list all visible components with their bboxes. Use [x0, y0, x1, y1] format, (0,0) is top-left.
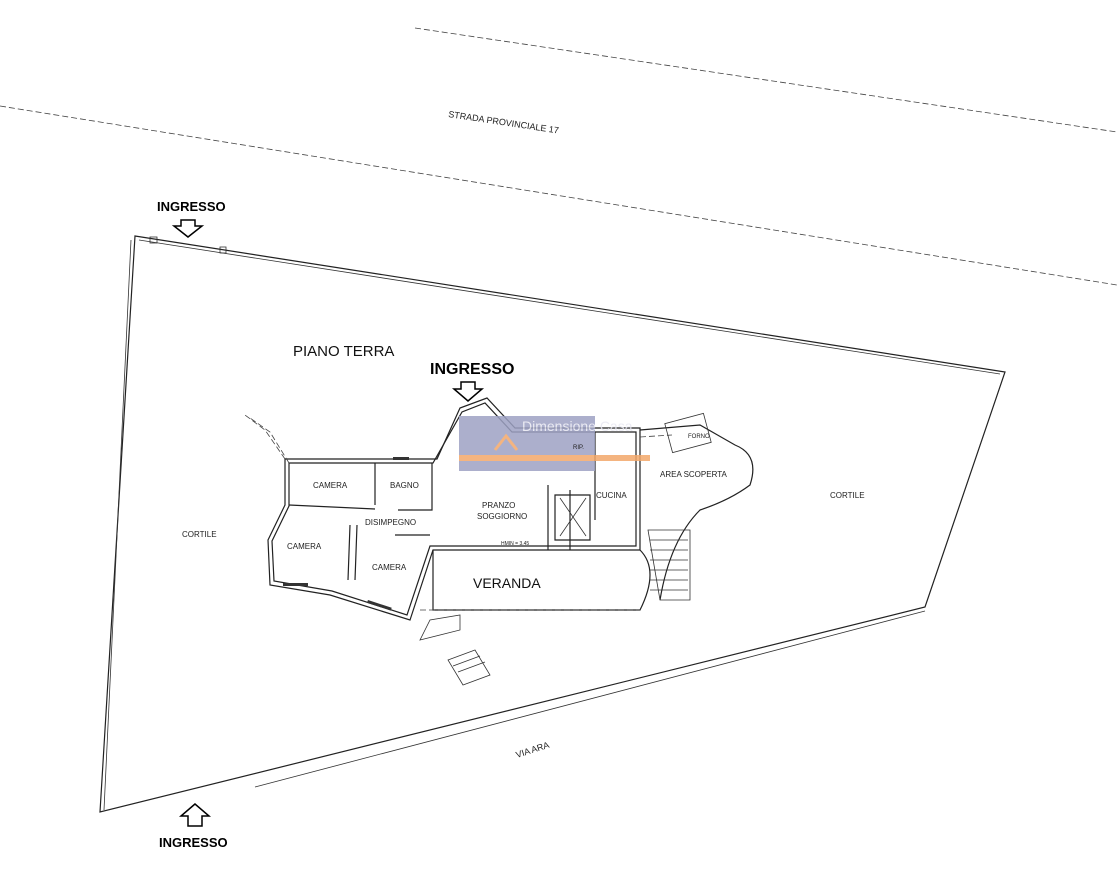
room-veranda: VERANDA — [473, 575, 541, 591]
entrance-label-house: INGRESSO — [430, 361, 514, 378]
watermark-logo: Dimensione Casa — [459, 416, 650, 471]
arrow-down-icon — [171, 219, 205, 238]
road-edge-upper — [414, 27, 1117, 133]
room-bagno: BAGNO — [390, 481, 419, 490]
room-area-scoperta: AREA SCOPERTA — [660, 470, 728, 479]
courtyard-label-left: CORTILE — [182, 530, 217, 539]
property-boundary-inner — [103, 239, 1001, 811]
arrow-down-icon — [451, 381, 485, 402]
room-forno: FORNO — [688, 434, 710, 440]
road-label-via-ara: VIA ARA — [515, 740, 551, 760]
property-boundary — [99, 235, 1006, 813]
arrow-up-icon — [178, 803, 212, 827]
room-disimpegno: DISIMPEGNO — [365, 518, 416, 527]
room-pranzo: PRANZO — [482, 501, 515, 510]
gate-post — [219, 246, 227, 254]
house-walls — [244, 397, 754, 686]
road-edge-lower — [0, 105, 1117, 286]
room-ripostiglio: RIP. — [573, 445, 584, 451]
room-cucina: CUCINA — [596, 491, 627, 500]
gate-post — [149, 236, 158, 244]
height-note: HMIN = 3.45 — [501, 541, 529, 547]
courtyard-label-right: CORTILE — [830, 491, 865, 500]
room-camera: CAMERA — [287, 542, 322, 551]
floor-title: PIANO TERRA — [293, 343, 394, 360]
watermark-text: Dimensione Casa — [522, 418, 633, 434]
room-soggiorno: SOGGIORNO — [477, 512, 527, 521]
entrance-label-bottom: INGRESSO — [159, 835, 228, 850]
road-label-sp17: STRADA PROVINCIALE 17 — [448, 109, 560, 135]
room-camera: CAMERA — [372, 563, 407, 572]
entrance-label-top: INGRESSO — [157, 199, 226, 214]
room-camera: CAMERA — [313, 481, 348, 490]
